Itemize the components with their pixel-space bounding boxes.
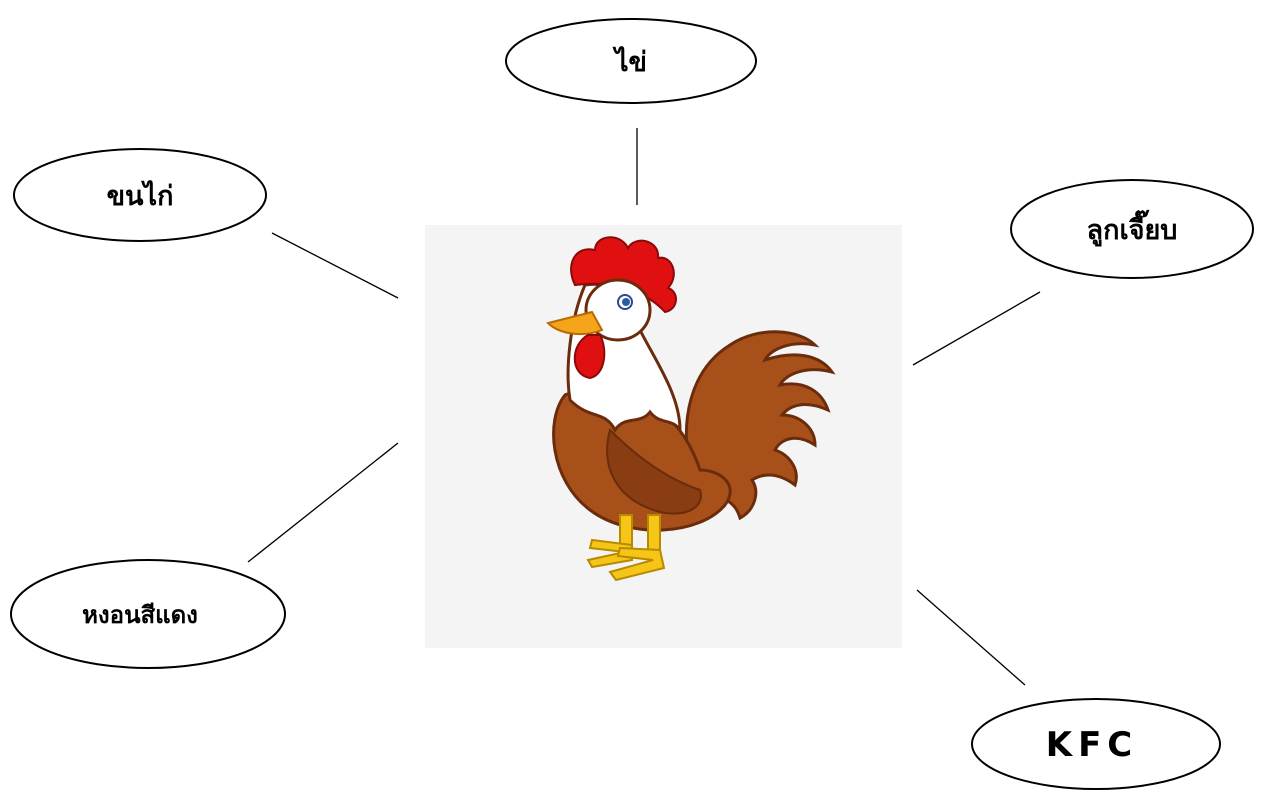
- connector-red-comb: [247, 442, 399, 563]
- connector-kfc: [916, 589, 1026, 686]
- node-feather-bubble: [13, 148, 267, 242]
- node-chick-label: ลูกเจี๊ยบ: [1087, 210, 1178, 247]
- node-red-comb: หงอนสีแดง: [10, 559, 286, 669]
- node-feather-label: ขนไก่: [107, 180, 174, 212]
- node-red-comb-label: หงอนสีแดง: [82, 601, 198, 629]
- rooster-head: [584, 278, 652, 342]
- node-red-comb-bubble: [10, 559, 286, 669]
- rooster-pupil: [622, 298, 630, 306]
- node-egg: ไข่: [505, 18, 757, 104]
- node-chick: ลูกเจี๊ยบ: [1010, 179, 1254, 279]
- connector-feather: [271, 232, 399, 299]
- node-kfc: KFC: [971, 698, 1221, 790]
- node-egg-label: ไข่: [612, 46, 647, 78]
- rooster-tail: [684, 330, 836, 521]
- rooster-legs: [586, 514, 666, 582]
- rooster-image: [546, 236, 836, 582]
- node-kfc-label: KFC: [1046, 725, 1139, 765]
- node-chick-bubble: [1010, 179, 1254, 279]
- rooster-wattle: [573, 334, 606, 380]
- node-feather: ขนไก่: [13, 148, 267, 242]
- rooster-wing: [606, 428, 702, 515]
- rooster-comb: [570, 236, 677, 314]
- connector-chick: [912, 291, 1041, 366]
- rooster-beak: [546, 310, 604, 336]
- node-kfc-bubble: [971, 698, 1221, 790]
- node-egg-bubble: [505, 18, 757, 104]
